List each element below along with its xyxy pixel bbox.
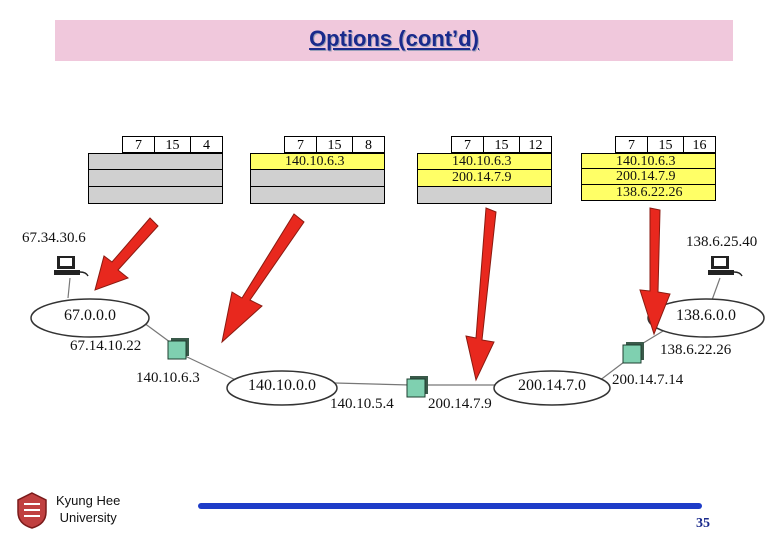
option-table-row: 200.14.7.9: [417, 170, 552, 187]
university-logo-icon: [17, 492, 47, 529]
university-name-line1: Kyung Hee: [56, 493, 121, 508]
option-table-row: [417, 187, 552, 204]
router3-right-address: 138.6.22.26: [660, 342, 732, 358]
title-band: Options (cont’d): [55, 20, 733, 61]
host-right-address: 138.6.25.40: [686, 234, 758, 250]
links: [67, 277, 721, 386]
arrow-3: [465, 207, 497, 382]
computer-icon: [54, 256, 89, 277]
option-header-cell: 7: [451, 136, 484, 153]
option-header-cell: 7: [284, 136, 317, 153]
network-ellipse-4: [647, 298, 765, 338]
option-table-row: [88, 187, 223, 204]
option-table-row: 140.10.6.3: [417, 153, 552, 170]
arrow-1: [94, 217, 159, 291]
network-ellipses: [30, 298, 765, 406]
option-table-row: [250, 170, 385, 187]
option-header-cell: 4: [191, 136, 223, 153]
option-table-row: 200.14.7.9: [581, 169, 716, 185]
link-host-left: [67, 277, 71, 299]
network-label-3: 200.14.7.0: [518, 377, 586, 394]
option-header-cell: 7: [122, 136, 155, 153]
link-host-right: [711, 277, 721, 301]
option-header-cell: 7: [615, 136, 648, 153]
router3-left-address: 200.14.7.14: [612, 372, 684, 388]
option-table-row: 140.10.6.3: [250, 153, 385, 170]
option-header-cell: 12: [520, 136, 552, 153]
option-table-row: [88, 170, 223, 187]
link-router1-net2: [184, 355, 241, 383]
host-left-address: 67.34.30.6: [22, 230, 86, 246]
footer-bar: [198, 503, 702, 509]
option-header-cell: 15: [484, 136, 520, 153]
arrows: [94, 207, 671, 382]
router2-right-address: 200.14.7.9: [428, 396, 492, 412]
router-icon: [167, 338, 189, 360]
option-header-cell: 15: [155, 136, 191, 153]
network-label-2: 140.10.0.0: [248, 377, 316, 394]
option-header-cell: 8: [353, 136, 385, 153]
router1-right-address: 140.10.6.3: [136, 370, 200, 386]
arrow-2: [221, 213, 305, 344]
network-ellipse-1: [30, 298, 150, 338]
router2-left-address: 140.10.5.4: [330, 396, 394, 412]
university-name: Kyung Hee University: [56, 492, 120, 526]
page-number: 35: [696, 516, 710, 531]
arrow-4: [639, 207, 671, 336]
computer-icon: [708, 256, 743, 277]
option-table-row: [88, 153, 223, 170]
option-header-cell: 15: [317, 136, 353, 153]
option-table-row: [250, 187, 385, 204]
link-net2-router2: [334, 382, 411, 386]
option-header-cell: 15: [648, 136, 684, 153]
router-icon: [622, 342, 644, 364]
slide-title: Options (cont’d): [309, 26, 479, 51]
router-icon: [406, 376, 428, 398]
option-table-row: 138.6.22.26: [581, 185, 716, 201]
network-label-1: 67.0.0.0: [64, 307, 116, 324]
network-ellipse-3: [493, 370, 611, 406]
router1-left-address: 67.14.10.22: [70, 338, 142, 354]
university-name-line2: University: [59, 510, 117, 525]
option-header-cell: 16: [684, 136, 716, 153]
network-label-4: 138.6.0.0: [676, 307, 736, 324]
network-ellipse-2: [226, 370, 338, 406]
option-table-row: 140.10.6.3: [581, 153, 716, 169]
